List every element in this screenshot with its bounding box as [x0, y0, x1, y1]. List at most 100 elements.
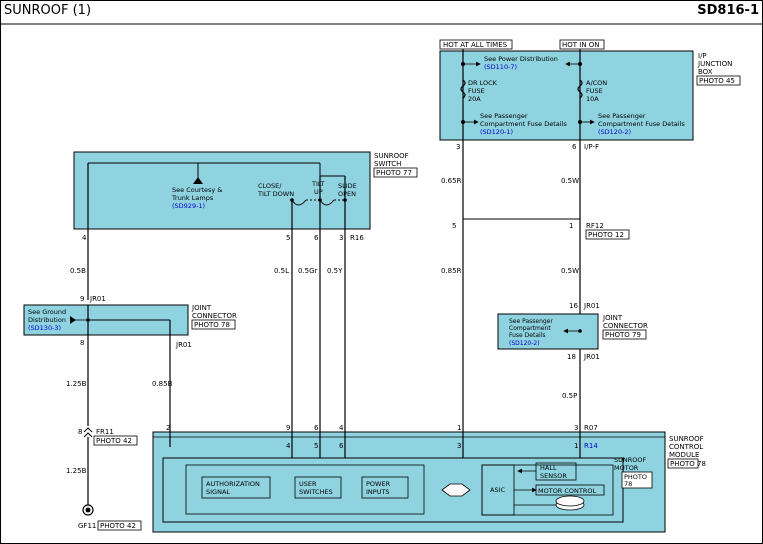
jb-pin-left: 3 [456, 143, 460, 151]
motor-label-1: SUNROOF [614, 456, 646, 464]
jr01-label-1: JOINT [191, 304, 212, 312]
switch-label-2: SWITCH [374, 160, 401, 168]
wire-125b-a: 1.25B [66, 380, 87, 388]
pcfd-right-2: Compartment Fuse Details [598, 120, 685, 128]
jr01r-pin-bottom: 18 [567, 353, 576, 361]
module-top-pin-5: 1 [457, 424, 461, 432]
jr01r-label-2: CONNECTOR [603, 322, 648, 330]
fuse-left-2: FUSE [468, 87, 485, 95]
switch-photo: PHOTO 77 [376, 169, 412, 177]
joint-connector-left: 9 JR01 See Ground Distribution (SD130-3)… [23, 295, 237, 432]
junction-box: HOT AT ALL TIMES HOT IN ON I/P JUNCTION … [439, 39, 741, 151]
jr01-label-2: CONNECTOR [192, 312, 237, 320]
hot-at-all-times-label: HOT AT ALL TIMES [443, 41, 508, 49]
sunroof-switch: SUNROOF SWITCH PHOTO 77 See Courtesy & T… [73, 151, 418, 242]
junction-box-label-1: I/P [698, 52, 707, 60]
rf12-pin-right: 1 [569, 222, 573, 230]
motor-photo-2: 78 [624, 480, 632, 488]
fuse-left-3: 20A [468, 95, 481, 103]
wire-05b: 0.5B [70, 267, 86, 275]
rf12-name: RF12 [586, 222, 604, 230]
jr01-pin-top: 9 [80, 295, 84, 303]
pos-tilt-1: TILT [311, 180, 325, 188]
pcfd-right-1: See Passenger [598, 112, 646, 120]
wire-085r: 0.85R [441, 267, 462, 275]
jr01r-name-bottom: JR01 [583, 353, 600, 361]
pos-slide-2: OPEN [338, 190, 356, 198]
wire-05w-top: 0.5W [561, 177, 579, 185]
auth-2: SIGNAL [206, 488, 230, 496]
see-ground-2: Distribution [28, 316, 66, 324]
jr01-name-top: JR01 [89, 295, 106, 303]
switch-pin-4: 3 [339, 234, 343, 242]
motor-photo-1: PHOTO [624, 473, 647, 481]
module-inner-pin-1: 4 [286, 442, 291, 450]
ground-ref: (SD130-3) [28, 324, 61, 332]
fuse-right-1: A/CON [586, 79, 607, 87]
junction-box-label-2: JUNCTION [697, 60, 732, 68]
jr01r-pin-top: 16 [569, 302, 578, 310]
jr01r-photo: PHOTO 79 [605, 331, 641, 339]
fr11-pin: 8 [78, 428, 82, 436]
module-top-pin-3: 6 [314, 424, 319, 432]
fuse-left-1: DR LOCK [468, 79, 498, 87]
fr11-photo: PHOTO 42 [96, 437, 132, 445]
wire-05w-mid: 0.5W [561, 267, 579, 275]
wire-065r: 0.65R [441, 177, 462, 185]
see-power-dist-left: See Power Distribution [484, 55, 558, 63]
pcfd-left-ref: (SD120-1) [480, 128, 513, 136]
junction-box-photo: PHOTO 45 [699, 77, 735, 85]
power-dist-ref-left: (SD110-7) [484, 63, 517, 71]
fr11-name: FR11 [96, 428, 114, 436]
courtesy-ref: (SD929-1) [172, 202, 205, 210]
joint-connector-right: 16 JR01 See Passenger Compartment Fuse D… [497, 302, 648, 400]
switch-wires: 0.5B 0.5L 0.5Gr 0.5Y [70, 232, 346, 432]
module-inner-pin-2: 5 [314, 442, 318, 450]
pos-slide-1: SLIDE [338, 182, 357, 190]
power-inputs-2: INPUTS [366, 488, 390, 496]
switch-label-1: SUNROOF [374, 152, 409, 160]
junction-box-label-3: BOX [698, 68, 713, 76]
courtesy-1: See Courtesy & [172, 186, 222, 194]
module-inner-pin-5: 1 [574, 442, 578, 450]
jr01r-see-2: Compartment [509, 325, 551, 332]
fr11-ground: 8 FR11 PHOTO 42 1.25B GF11 PHOTO 42 [66, 427, 142, 531]
see-ground-1: See Ground [28, 308, 66, 316]
power-inputs-1: POWER [366, 480, 391, 488]
pcfd-left-2: Compartment Fuse Details [480, 120, 567, 128]
wire-05gr: 0.5Gr [298, 267, 318, 275]
bus-arrow-icon [441, 483, 471, 497]
ground-name: GF11 [78, 522, 96, 530]
module-top-pin-2: 9 [286, 424, 290, 432]
module-connector-top: R07 [584, 424, 598, 432]
jb-pin-right: 6 [572, 143, 577, 151]
wire-05p: 0.5P [562, 392, 577, 400]
pcfd-right-ref: (SD120-2) [598, 128, 631, 136]
ground-photo: PHOTO 42 [100, 522, 136, 530]
jr01r-name-top: JR01 [583, 302, 600, 310]
courtesy-2: Trunk Lamps [171, 194, 214, 202]
pos-close-1: CLOSE/ [258, 182, 282, 190]
jr01r-see-1: See Passenger [509, 318, 553, 325]
hall-1: HALL [540, 464, 557, 472]
hall-2: SENSOR [540, 472, 567, 480]
module-photo: PHOTO 78 [670, 460, 706, 468]
wire-05y: 0.5Y [327, 267, 343, 275]
motor-control-label: MOTOR CONTROL [538, 487, 597, 495]
pcfd-left-1: See Passenger [480, 112, 528, 120]
diagram-title: SUNROOF (1) [4, 3, 92, 18]
jr01-photo: PHOTO 78 [194, 321, 230, 329]
connector-ip-f: I/P-F [584, 143, 599, 151]
switch-pin-1: 4 [82, 234, 87, 242]
module-top-pin-1: 2 [166, 424, 170, 432]
jr01r-ref: (SD120-2) [509, 340, 540, 347]
switch-connector: R16 [350, 234, 364, 242]
pos-close-2: TILT DOWN [257, 190, 294, 198]
rf12-photo: PHOTO 12 [588, 231, 624, 239]
user-1: USER [299, 480, 317, 488]
switch-pin-2: 5 [286, 234, 290, 242]
module-connector-inner: R14 [584, 442, 598, 450]
jr01r-see-3: Fuse Details [509, 332, 545, 339]
module-top-pin-4: 4 [339, 424, 344, 432]
wire-125b-b: 1.25B [66, 467, 87, 475]
